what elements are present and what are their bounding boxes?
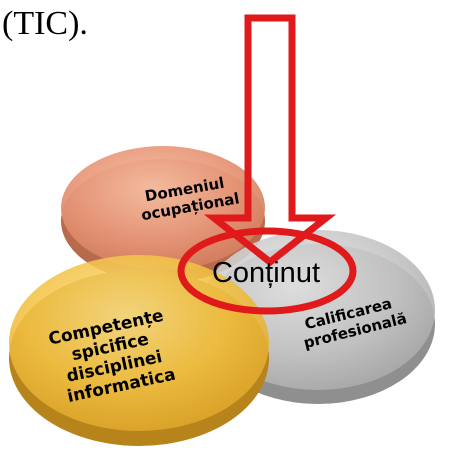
heading-text: (TIC). (2, 5, 88, 42)
down-arrow-icon (203, 14, 337, 267)
center-label: Conținut (212, 257, 320, 289)
center-highlight-ellipse (177, 227, 357, 315)
